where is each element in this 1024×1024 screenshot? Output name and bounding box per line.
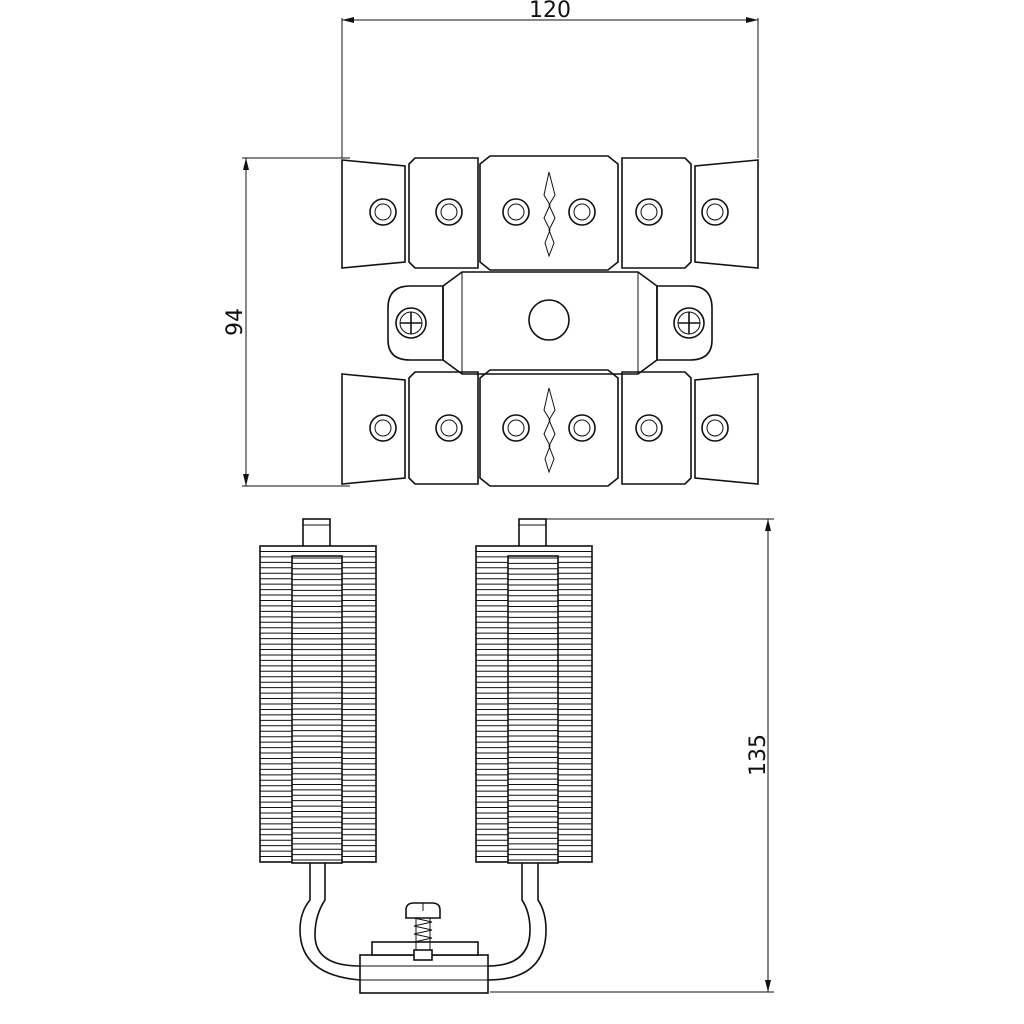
- width-dimension: 120: [341, 0, 759, 158]
- base-clamp-assembly: [359, 902, 489, 994]
- upper-heatpipe-plate: [341, 155, 759, 271]
- spring-icon: [413, 917, 433, 955]
- center-mounting-bracket: [387, 271, 713, 375]
- height-side-label: 135: [746, 734, 771, 776]
- screw-head-icon: [405, 902, 441, 919]
- lower-mount-holes: [369, 414, 729, 442]
- screw-left-icon: [395, 307, 427, 339]
- lower-heatpipe-plate: [341, 369, 759, 487]
- screw-right-icon: [673, 307, 705, 339]
- top-view: 120 94: [223, 0, 759, 487]
- height-dimension-top: 94: [223, 157, 350, 487]
- height-top-label: 94: [223, 308, 248, 336]
- height-dimension-side: 135: [490, 518, 774, 993]
- heat-pipes: [299, 863, 547, 981]
- upper-mount-holes: [369, 198, 729, 226]
- left-fin-stack: [259, 518, 377, 864]
- mount-hole-center: [528, 299, 570, 341]
- side-view: 135: [259, 518, 774, 994]
- width-label: 120: [529, 0, 571, 23]
- right-fin-stack: [475, 518, 593, 864]
